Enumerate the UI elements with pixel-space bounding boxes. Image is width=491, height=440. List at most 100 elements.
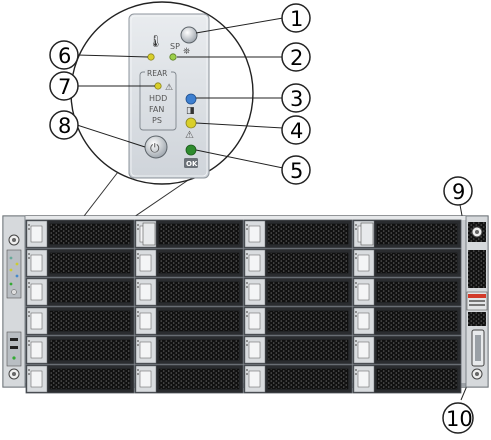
fan-label: FAN: [149, 105, 164, 114]
callout-2: 2: [281, 42, 311, 72]
drive-bay[interactable]: [134, 364, 244, 394]
svg-text:1: 1: [290, 7, 303, 31]
drive-filler-handle[interactable]: [360, 222, 374, 246]
callout-5: 5: [281, 155, 311, 185]
drive-vent-grille: [267, 339, 349, 361]
svg-text:2: 2: [290, 46, 303, 70]
drive-bay[interactable]: [134, 335, 244, 365]
ready-to-remove-led: [185, 93, 197, 105]
drive-bay[interactable]: [243, 219, 353, 249]
drive-status-led: [355, 253, 357, 255]
front-control-panel: [6, 249, 22, 299]
panel-face: [128, 13, 210, 179]
drive-vent-grille: [267, 281, 349, 303]
drive-status-led: [28, 253, 30, 255]
drive-status-led: [137, 340, 139, 342]
drive-status-led: [355, 311, 357, 313]
svg-text:9: 9: [452, 180, 465, 204]
drive-status-led: [246, 311, 248, 313]
drive-status-led: [137, 282, 139, 284]
drive-bay[interactable]: [243, 306, 353, 336]
drive-bay[interactable]: [25, 364, 135, 394]
drive-vent-grille: [49, 223, 131, 245]
callout-10: 10: [442, 402, 474, 434]
hdd-label: HDD: [149, 94, 167, 103]
drive-bay[interactable]: [243, 277, 353, 307]
ps-label: PS: [152, 116, 162, 125]
drive-bay[interactable]: [134, 248, 244, 278]
drive-bay[interactable]: [25, 277, 135, 307]
locator-button[interactable]: [180, 26, 198, 44]
svg-text:7: 7: [58, 75, 71, 99]
drive-vent-grille: [158, 339, 240, 361]
drive-status-led: [246, 253, 248, 255]
power-icon: ⏻: [150, 141, 160, 155]
drive-vent-grille: [376, 310, 458, 332]
drive-vent-grille: [49, 252, 131, 274]
drive-bay[interactable]: [352, 277, 462, 307]
drive-status-led: [355, 369, 357, 371]
sp-led: [169, 53, 177, 61]
drive-status-led: [28, 311, 30, 313]
svg-text:5: 5: [290, 159, 303, 183]
drive-bay[interactable]: [134, 277, 244, 307]
drive-bay[interactable]: [352, 248, 462, 278]
drive-bay[interactable]: [352, 335, 462, 365]
drive-status-led: [28, 282, 30, 284]
temperature-icon: 🌡: [148, 34, 163, 48]
drive-vent-grille: [49, 310, 131, 332]
drive-bay[interactable]: [25, 219, 135, 249]
drive-status-led: [246, 282, 248, 284]
callout-4: 4: [281, 115, 311, 145]
drive-status-led: [137, 224, 139, 226]
locator-icon: ⛯: [183, 47, 190, 57]
drive-bay[interactable]: [243, 248, 353, 278]
ok-led: [185, 144, 197, 156]
drive-bay[interactable]: [25, 306, 135, 336]
drive-vent-grille: [49, 281, 131, 303]
drive-vent-grille: [376, 223, 458, 245]
drive-vent-grille: [376, 281, 458, 303]
drive-bay[interactable]: [243, 364, 353, 394]
magnified-control-panel: ⛯ 🌡 SP REAR ⚠ HDD FAN PS ⏻ ◨ ⚠ OK: [26, 1, 254, 291]
svg-text:8: 8: [58, 114, 71, 138]
callout-6: 6: [49, 40, 79, 70]
drive-filler-handle[interactable]: [142, 222, 156, 246]
drive-status-led: [28, 369, 30, 371]
drive-bay[interactable]: [352, 364, 462, 394]
drive-vent-grille: [49, 368, 131, 390]
drive-vent-grille: [158, 310, 240, 332]
drive-bay[interactable]: [134, 306, 244, 336]
ok-label: OK: [186, 160, 198, 168]
drive-vent-grille: [49, 339, 131, 361]
drive-status-led: [246, 369, 248, 371]
service-warning-icon: ⚠: [185, 130, 194, 141]
drive-bay[interactable]: [25, 335, 135, 365]
drive-vent-grille: [376, 339, 458, 361]
drive-bay[interactable]: [25, 248, 135, 278]
drive-vent-grille: [158, 252, 240, 274]
drive-bay[interactable]: [352, 306, 462, 336]
rear-fault-led: [154, 82, 162, 90]
ready-to-remove-icon: ◨: [186, 106, 195, 116]
drive-vent-grille: [158, 223, 240, 245]
drive-bay[interactable]: [243, 335, 353, 365]
callout-7: 7: [49, 71, 79, 101]
drive-status-led: [137, 369, 139, 371]
drive-vent-grille: [267, 368, 349, 390]
sp-label: SP: [170, 42, 180, 51]
drive-vent-grille: [267, 310, 349, 332]
rear-warning-icon: ⚠: [165, 83, 173, 93]
drive-status-led: [137, 311, 139, 313]
drive-bay-grid: [25, 219, 462, 394]
drive-vent-grille: [158, 368, 240, 390]
svg-text:6: 6: [58, 44, 71, 68]
drive-status-led: [246, 224, 248, 226]
drive-vent-grille: [267, 252, 349, 274]
svg-text:3: 3: [290, 87, 303, 111]
svg-text:10: 10: [446, 407, 473, 431]
callout-1: 1: [281, 3, 311, 33]
svg-text:4: 4: [290, 119, 303, 143]
drive-vent-grille: [376, 252, 458, 274]
